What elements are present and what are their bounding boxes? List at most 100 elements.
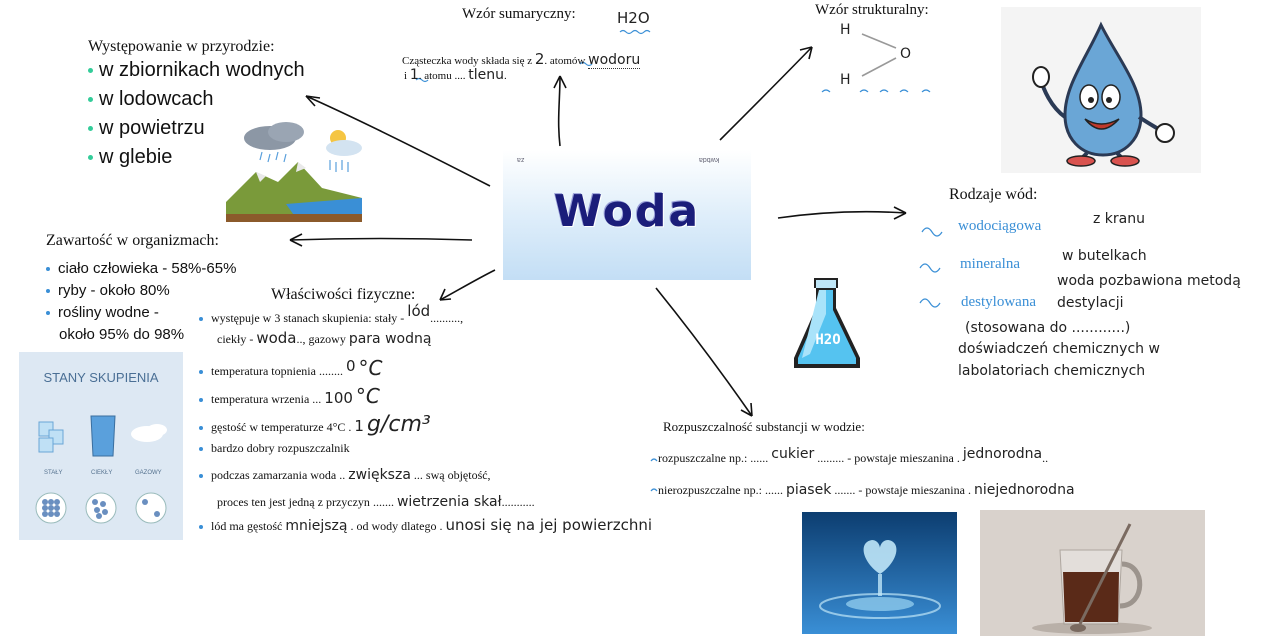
wl-l7-text: podczas zamarzania woda [211, 468, 337, 482]
wzor-sumaryczny-value: H2O [617, 9, 650, 27]
flask-label: H2O [815, 332, 840, 348]
zawartosc-item: około 95% do 98% [46, 324, 236, 346]
tea-cup-photo [980, 510, 1205, 636]
rozp-r1-answer: cukier [771, 446, 815, 462]
zawartosc-line-3: rośliny wodne - [58, 304, 159, 321]
rozp-r1-text: rozpuszczalne np.: ...... [658, 451, 769, 465]
wl-l2-text-b: , gazowy [302, 332, 346, 346]
wl-l6-text: bardzo dobry rozpuszczalnik [211, 441, 350, 455]
rozp-r2-text-b: ....... - powstaje mieszanina [834, 483, 965, 497]
wl-l8-text: proces ten jest jedną z przyczyn [217, 495, 370, 509]
wlasciwosci-label: Właściwości fizyczne: [271, 286, 416, 303]
wl-l5-unit: g/cm³ [366, 412, 431, 437]
struct-o: O [900, 46, 912, 62]
wystepowanie-list: w zbiornikach wodnych w lodowcach w powi… [88, 56, 305, 172]
wl-l1-answer: lód [407, 302, 431, 320]
stany-label-staly: STAŁY [44, 470, 63, 476]
wl-l8-answer: wietrzenia skał [396, 494, 502, 510]
rozp-r1-text-b: ......... - powstaje mieszanina [817, 451, 954, 465]
wystepowanie-item-text: w zbiornikach wodnych [99, 59, 305, 81]
wl-l1-text: występuje w 3 stanach skupienia: stały - [211, 311, 405, 325]
wl-l9-text: lód ma gęstość [211, 519, 283, 533]
center-mini-right: kwbda [699, 156, 720, 163]
wlasciwosci-line-3: temperatura topnienia ........ 0 °C [199, 356, 382, 380]
arrow-to-sumaryczny [557, 75, 561, 147]
rodzaje-extra-2: labolatoriach chemicznych [958, 363, 1146, 379]
wzor-element-2: tlenu [468, 67, 504, 83]
wl-l7-answer: zwiększa [348, 467, 411, 483]
rozp-r1-answer-2: jednorodna [962, 446, 1043, 462]
rozpuszczalnosc-label: Rozpuszczalność substancji w wodzie: [663, 419, 865, 434]
zawartosc-label: Zawartość w organizmach: [46, 232, 219, 249]
center-mini-left: za [517, 156, 525, 163]
wl-l9-answer: mniejszą [285, 518, 348, 534]
center-title-box: za kwbda Woda [503, 150, 751, 280]
rodzaje-paren: (stosowana do ............) [965, 320, 1131, 336]
wzor-sentence-line2: i 1. atomu .... tlenu. [404, 67, 507, 83]
rodzaje-type-1: wodociągowa [958, 218, 1042, 234]
wl-l4-text: temperatura wrzenia [211, 392, 310, 406]
stany-label-ciekly: CIEKŁY [91, 470, 113, 476]
arrow-to-strukturalny [719, 46, 813, 141]
wl-l7-text-b: swą objętość, [425, 468, 491, 482]
h2o-flask-image: H2O [794, 278, 860, 368]
wl-l4-answer: 100 [324, 389, 353, 407]
rozpuszczalnosc-row-2: nierozpuszczalne np.: ...... piasek ....… [658, 482, 1075, 498]
zawartosc-list: ciało człowieka - 58%-65% ryby - około 8… [46, 258, 236, 346]
wl-l3-text: temperatura topnienia [211, 364, 316, 378]
wzor-text-2b: atomu .... [424, 70, 466, 82]
zawartosc-line-1: ciało człowieka - 58%-65% [58, 260, 237, 277]
zawartosc-item: ciało człowieka - 58%-65% [46, 258, 236, 280]
wystepowanie-item-text: w glebie [99, 146, 173, 168]
rodzaje-type-3: destylowana [961, 294, 1036, 310]
rodzaje-extra-1: doświadczeń chemicznych w [958, 341, 1160, 357]
wl-l3-answer: 0 [345, 357, 356, 375]
wlasciwosci-line-5: gęstość w temperaturze 4°C . 1 g/cm³ [199, 412, 431, 437]
arrow-to-zawartosc [289, 237, 473, 241]
rodzaje-note-1: z kranu [1093, 211, 1145, 227]
wzor-count-2: 1 [409, 67, 419, 83]
wzor-text-2a: i [404, 70, 408, 82]
wystepowanie-item-text: w powietrzu [99, 117, 205, 139]
wl-l9-answer-2: unosi się na jej powierzchni [445, 516, 653, 534]
zawartosc-item: ryby - około 80% [46, 280, 236, 302]
wl-l5-text: gęstość w temperaturze 4°C [211, 420, 346, 434]
zawartosc-line-2: ryby - około 80% [58, 282, 170, 299]
stany-skupienia-image: STANY SKUPIENIA STAŁY CIEKŁY GAZOWY [19, 352, 183, 540]
wl-l2-answer-2: para wodną [348, 331, 432, 347]
wlasciwosci-line-1: występuje w 3 stanach skupienia: stały -… [199, 302, 463, 326]
wl-l4-unit: °C [355, 384, 380, 408]
zawartosc-line-4: około 95% do 98% [59, 326, 185, 343]
rodzaje-note-2: w butelkach [1062, 248, 1147, 264]
rodzaje-note-3: woda pozbawiona metodą [1057, 273, 1241, 289]
wlasciwosci-line-7: podczas zamarzania woda .. zwiększa ... … [199, 467, 491, 483]
wlasciwosci-line-6: bardzo dobry rozpuszczalnik [199, 441, 350, 456]
wzor-count-1: 2 [534, 50, 545, 68]
rozp-r2-text: nierozpuszczalne np.: ...... [658, 483, 783, 497]
wystepowanie-item: w lodowcach [88, 85, 305, 114]
stany-label-gazowy: GAZOWY [135, 470, 162, 476]
wl-l9-text-b: od wody dlatego [356, 519, 437, 533]
wzor-text-1a: Cząsteczka wody składa się z [402, 55, 533, 67]
stany-title: STANY SKUPIENIA [43, 370, 159, 385]
zawartosc-item: rośliny wodne - [46, 302, 236, 324]
wzor-sentence-line1: Cząsteczka wody składa się z 2. atomów w… [402, 50, 641, 69]
arrow-to-wystepowanie [305, 95, 491, 187]
wzor-text-1b: atomów [549, 55, 586, 67]
wystepowanie-item-text: w lodowcach [99, 88, 214, 110]
rodzaje-type-2: mineralna [960, 256, 1020, 272]
wzor-sumaryczny-label: Wzór sumaryczny: [462, 6, 576, 22]
wlasciwosci-line-9: lód ma gęstość mniejszą . od wody dlateg… [199, 516, 652, 534]
arrow-to-rodzaje [777, 210, 907, 219]
wlasciwosci-line-4: temperatura wrzenia ... 100 °C [199, 384, 380, 408]
rodzaje-label: Rodzaje wód: [949, 186, 1038, 203]
wystepowanie-item: w zbiornikach wodnych [88, 56, 305, 85]
rozp-r2-answer: piasek [785, 482, 832, 498]
water-cycle-image [226, 122, 362, 222]
rozp-r2-answer-2: niejednorodna [973, 482, 1075, 498]
wl-l3-unit: °C [358, 356, 383, 380]
arrow-to-wlasciwosci [439, 269, 496, 301]
water-drop-mascot-image [1001, 7, 1201, 173]
water-heart-photo [802, 512, 957, 634]
